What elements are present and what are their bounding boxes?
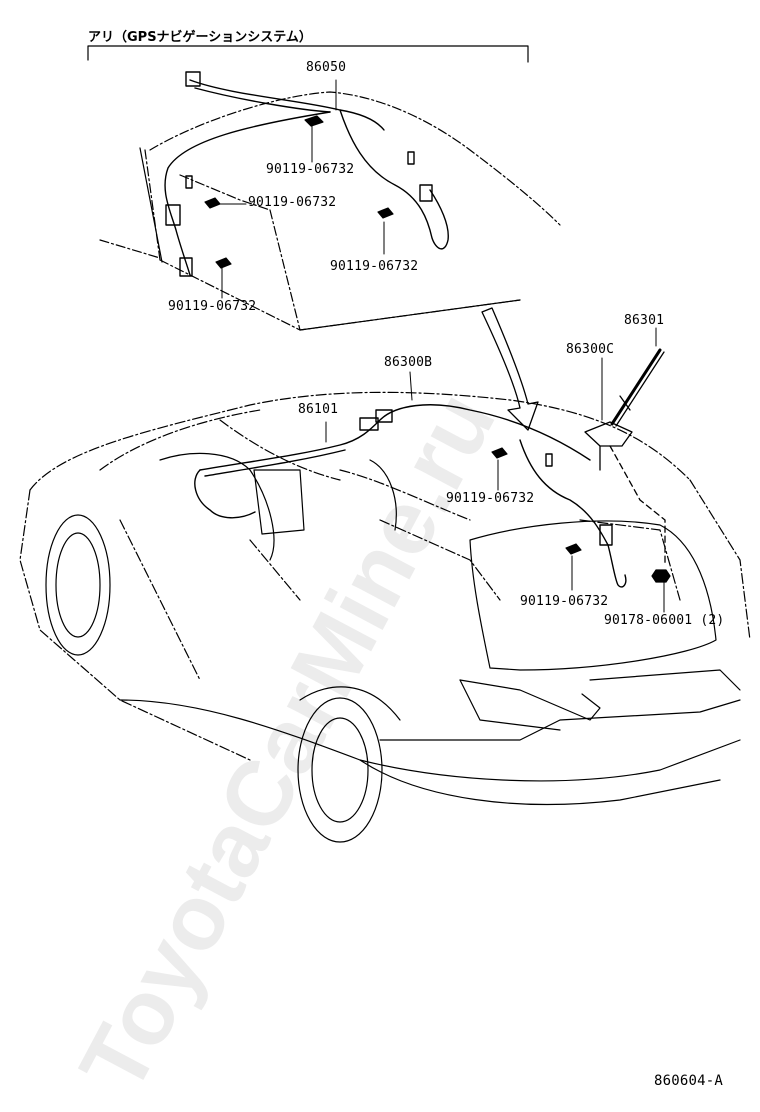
part-label-nut: 90178-06001 (2) [604,613,725,628]
inset-antenna-cable [164,71,449,277]
part-label-86101: 86101 [298,402,339,417]
option-bracket [87,45,529,63]
roof-antenna [584,348,666,566]
vehicle-body-outline [19,391,751,761]
inset-bolts [204,115,394,269]
callout-arrow [481,307,539,431]
part-label-bolt-f: 90119-06732 [520,594,609,609]
inset-hatch-outline [99,91,561,331]
front-wheel [45,514,111,656]
part-label-86300B: 86300B [384,355,433,370]
main-bolts [491,447,671,583]
rear-wheel [297,686,401,843]
part-label-bolt-a: 90119-06732 [266,162,355,177]
inset-leaders [217,79,385,299]
part-label-86300C: 86300C [566,342,615,357]
part-label-bolt-b: 90119-06732 [248,195,337,210]
part-label-bolt-d: 90119-06732 [168,299,257,314]
part-label-86301: 86301 [624,313,665,328]
main-leaders [325,327,665,613]
main-antenna-cable [194,404,627,588]
inset-glass-edge [299,299,521,331]
diagram-code: 860604-A [654,1073,724,1089]
part-label-86050: 86050 [306,60,347,75]
part-label-bolt-c: 90119-06732 [330,259,419,274]
vehicle-body-solid [119,452,741,806]
option-label: アリ（GPSナビゲーションシステム） [88,30,312,45]
part-label-bolt-e: 90119-06732 [446,491,535,506]
